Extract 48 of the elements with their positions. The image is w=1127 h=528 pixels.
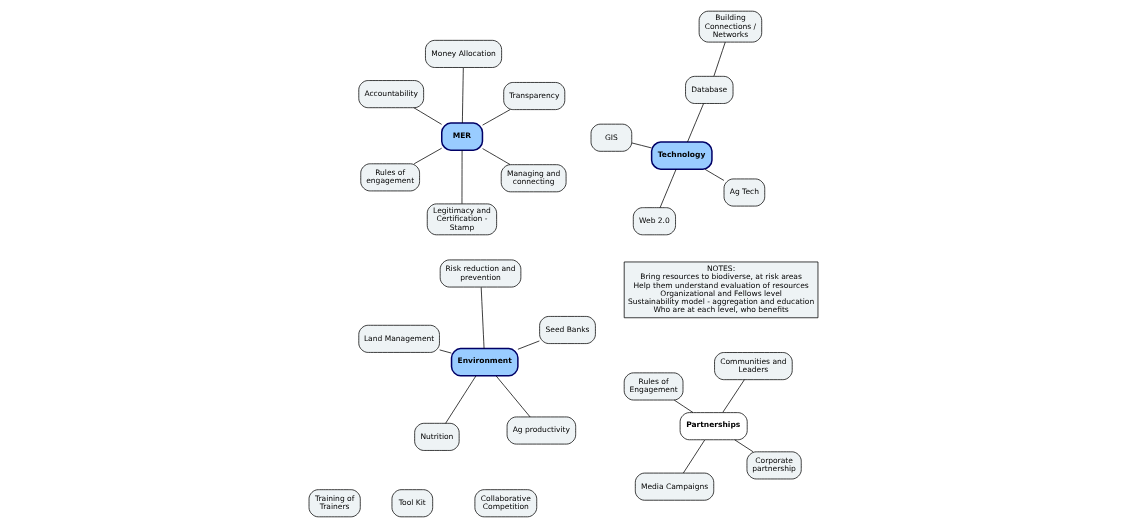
node-box: Land Management <box>358 324 440 353</box>
node-box: GIS <box>590 123 633 152</box>
node-box: Collaborative Competition <box>474 489 538 518</box>
node-box: Communities and Leaders <box>714 352 793 381</box>
connector <box>482 109 511 126</box>
node-box: Ag Tech <box>723 178 766 207</box>
connector <box>683 439 706 474</box>
node-box: Corporate partnership <box>746 451 802 480</box>
node-box: Tool Kit <box>391 489 434 518</box>
node-box: Ag productivity <box>506 416 577 445</box>
connector <box>439 349 452 354</box>
connector <box>482 148 511 165</box>
node-box: Accountability <box>358 80 424 109</box>
connector <box>445 375 477 424</box>
node-box: Transparency <box>503 82 566 110</box>
connector <box>480 286 485 349</box>
connector <box>734 439 754 453</box>
connector <box>413 107 442 125</box>
node-box: Technology <box>650 141 713 170</box>
node-box: Web 2.0 <box>632 207 676 236</box>
connector <box>704 168 725 181</box>
connector <box>517 340 540 350</box>
node-box: Seed Banks <box>539 316 596 344</box>
connector <box>631 142 652 149</box>
connector <box>461 67 464 124</box>
node-box: Database <box>685 75 734 104</box>
connector <box>673 399 694 413</box>
node-box: Environment <box>450 347 519 377</box>
node-box: Partnerships <box>679 412 748 441</box>
node-box: Money Allocation <box>425 39 502 68</box>
connector <box>461 149 463 205</box>
connector <box>413 147 443 165</box>
node-box: Managing and connecting <box>500 164 567 193</box>
node-box: Nutrition <box>414 422 460 451</box>
node-box: MER <box>441 122 484 151</box>
node-box: Risk reduction and prevention <box>439 259 522 288</box>
connector <box>495 375 531 418</box>
node-box: Rules of engagement <box>360 163 420 192</box>
node-box: Media Campaigns <box>634 472 715 501</box>
connector <box>659 168 677 209</box>
connector <box>687 103 704 143</box>
node-box: Training of Trainers <box>308 489 361 518</box>
connector <box>713 41 726 77</box>
node-box: Legitimacy and Certification - Stamp <box>426 203 497 236</box>
node-box: NOTES: Bring resources to biodiverse, at risk areas Help them understand evaluation of resources Organizational and Fellows level Sustainability model - aggregation and education Who are at each level, who benefits <box>623 261 819 319</box>
node-box: Rules of Engagement <box>623 372 684 401</box>
connector <box>722 379 745 413</box>
node-box: Building Connections / Networks <box>698 10 763 43</box>
